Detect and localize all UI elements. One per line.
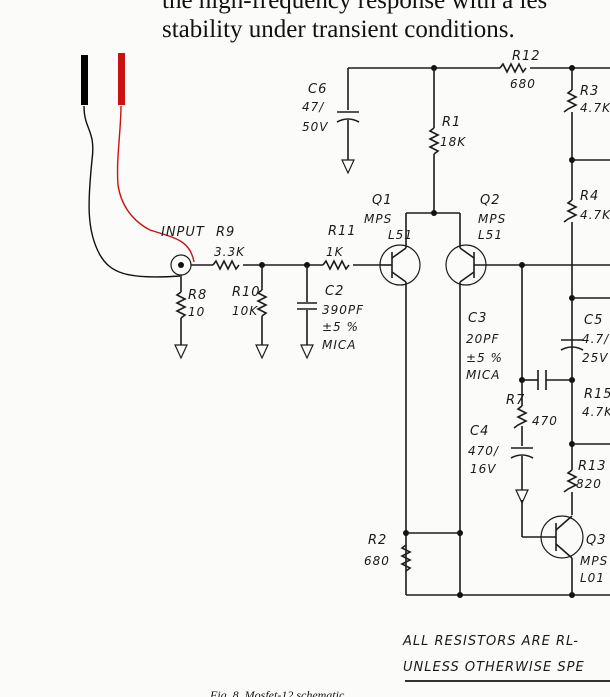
- c6-label: C6: [308, 82, 327, 97]
- c6-capacitor: [336, 118, 360, 123]
- q3-type-1: MPS: [580, 554, 608, 568]
- c2-type: MICA: [322, 338, 356, 352]
- r4-value: 4.7K: [580, 208, 610, 222]
- c3-type: MICA: [466, 368, 500, 382]
- r8-value: 10: [188, 305, 205, 319]
- r13-label: R13: [578, 459, 607, 474]
- ground-icon: [255, 344, 269, 360]
- r1-value: 18K: [440, 135, 466, 149]
- input-jack: [170, 254, 192, 276]
- q2-transistor: [445, 244, 610, 286]
- c3-value: 20PF: [466, 332, 500, 346]
- q3-label: Q3: [586, 533, 607, 548]
- r11-resistor: [322, 259, 350, 271]
- r11-value: 1K: [326, 245, 344, 259]
- c5-voltage: 25V: [582, 351, 608, 365]
- c3-tolerance: ±5 %: [466, 351, 503, 365]
- figure-caption: Fig. 8. Mosfet-12 schematic.: [209, 688, 347, 697]
- ground-icon: [515, 489, 529, 505]
- c2-tolerance: ±5 %: [322, 320, 359, 334]
- r9-value: 3.3K: [214, 245, 245, 259]
- black-probe: [81, 55, 88, 105]
- r7-resistor: [513, 405, 528, 429]
- r2-value: 680: [364, 554, 390, 568]
- r3-label: R3: [580, 84, 599, 99]
- black-lead-wire: [83, 105, 181, 278]
- q3-transistor: [521, 500, 584, 595]
- r13-value: 820: [576, 477, 602, 491]
- red-lead-wire: [116, 105, 195, 263]
- q3-type-2: L01: [580, 571, 605, 585]
- c4-label: C4: [470, 424, 489, 439]
- footnote-line-1: ALL RESISTORS ARE RL-: [402, 634, 579, 649]
- r12-value: 680: [510, 77, 536, 91]
- ground-icon: [174, 344, 188, 360]
- footnote-line-2: UNLESS OTHERWISE SPE: [403, 660, 585, 675]
- r4-label: R4: [580, 189, 599, 204]
- c2-value: 390PF: [322, 303, 364, 317]
- r9-resistor: [212, 259, 240, 271]
- c5-label: C5: [584, 313, 603, 328]
- c5-value: 4.7/: [582, 332, 610, 346]
- r15-label: R15: [584, 387, 610, 402]
- header-line-2: stability under transient conditions.: [162, 16, 515, 43]
- probe-leads: [81, 53, 195, 278]
- c3-label: C3: [468, 311, 487, 326]
- r8-resistor: [175, 291, 187, 319]
- q1-type-1: MPS: [364, 212, 392, 226]
- c4-value: 470/: [468, 444, 500, 458]
- c6-voltage: 50V: [302, 120, 328, 134]
- q1-transistor: [379, 244, 421, 286]
- q2-type-1: MPS: [478, 212, 506, 226]
- r12-label: R12: [512, 49, 541, 64]
- ground-icon: [300, 344, 314, 360]
- r7-label: R7: [506, 393, 525, 408]
- r15-value: 4.7K: [582, 405, 610, 419]
- header-line-1: the high-frequency response with a les: [162, 0, 547, 14]
- r7-value: 470: [532, 414, 558, 428]
- r8-label: R8: [188, 288, 207, 303]
- r2-label: R2: [368, 533, 387, 548]
- c4-capacitor: [510, 454, 534, 459]
- ground-icon: [341, 159, 355, 175]
- c4-voltage: 16V: [470, 462, 496, 476]
- r12-resistor: [499, 62, 527, 74]
- q1-label: Q1: [372, 193, 393, 208]
- r10-label: R10: [232, 285, 261, 300]
- r1-label: R1: [442, 115, 461, 130]
- q2-type-2: L51: [478, 228, 503, 242]
- q1-type-2: L51: [388, 228, 413, 242]
- c6-value: 47/: [302, 100, 325, 114]
- r3-value: 4.7K: [580, 101, 610, 115]
- c2-label: C2: [325, 284, 344, 299]
- r10-value: 10K: [232, 304, 258, 318]
- input-label: INPUT: [161, 225, 205, 240]
- r13-resistor: [563, 469, 578, 493]
- q2-label: Q2: [480, 193, 501, 208]
- r10-resistor: [256, 289, 268, 317]
- c3-capacitor: [537, 370, 547, 390]
- r9-label: R9: [216, 225, 235, 240]
- red-probe: [118, 53, 125, 105]
- c2-capacitor: [297, 302, 317, 310]
- r1-resistor: [428, 127, 440, 155]
- r11-label: R11: [328, 224, 357, 239]
